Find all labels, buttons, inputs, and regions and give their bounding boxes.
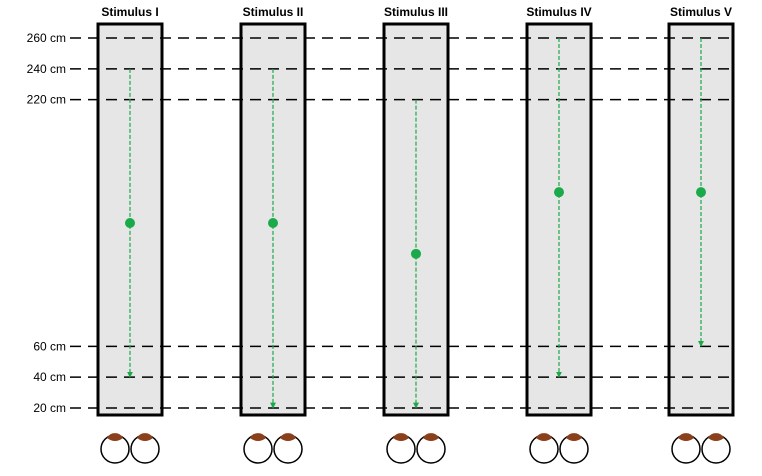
iris [678, 433, 694, 441]
iris [423, 433, 439, 441]
iris [107, 433, 123, 441]
iris [137, 433, 153, 441]
distance-label: 20 cm [33, 401, 66, 415]
midpoint-dot [554, 187, 564, 198]
eyes-icon [416, 433, 446, 464]
iris [393, 433, 409, 441]
midpoint-dot [696, 187, 706, 198]
eyes-icon [671, 433, 701, 464]
viewer-eyes [100, 433, 731, 464]
midpoint-dot [268, 218, 278, 228]
midpoint-dot [411, 248, 421, 259]
axis-labels: 260 cm 240 cm 220 cm 60 cm 40 cm 20 cm [27, 31, 66, 415]
iris [280, 433, 296, 441]
distance-label: 220 cm [27, 93, 66, 107]
distance-guides [70, 37, 732, 409]
midpoint-dot [125, 218, 135, 228]
eyes-icon [273, 433, 303, 464]
stimulus-columns [96, 22, 735, 417]
iris [708, 433, 724, 441]
distance-label: 240 cm [27, 62, 66, 76]
eyes-icon [130, 433, 160, 464]
iris [536, 433, 552, 441]
stimulus-title: Stimulus III [384, 5, 448, 19]
column-titles: Stimulus I Stimulus II Stimulus III Stimulu… [101, 5, 732, 19]
iris [566, 433, 582, 441]
stimulus-title: Stimulus I [101, 5, 158, 19]
stimulus-title: Stimulus II [243, 5, 304, 19]
eyes-icon [529, 433, 559, 464]
distance-label: 260 cm [27, 31, 66, 45]
eyes-icon [386, 433, 416, 464]
stimulus-column-box [382, 22, 450, 417]
motion-paths [125, 38, 706, 409]
eyes-icon [701, 433, 731, 464]
stimulus-title: Stimulus IV [526, 5, 591, 19]
eyes-icon [559, 433, 589, 464]
distance-label: 60 cm [33, 339, 66, 353]
stimulus-title: Stimulus V [670, 5, 732, 19]
iris [250, 433, 266, 441]
eyes-icon [243, 433, 273, 464]
eyes-icon [100, 433, 130, 464]
distance-label: 40 cm [33, 370, 66, 384]
